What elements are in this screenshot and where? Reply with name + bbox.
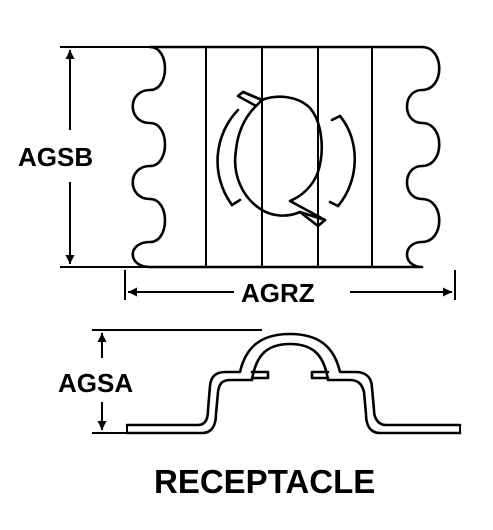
label-agsa: AGSA [58, 368, 133, 398]
caption-receptacle: RECEPTACLE [154, 463, 375, 500]
dimension-agrz: AGRZ [124, 270, 456, 308]
dimension-agsa: AGSA [58, 329, 262, 434]
side-profile-inner [125, 342, 462, 435]
locking-ring [216, 90, 356, 228]
top-view-outline [131, 45, 441, 269]
top-view: AGSB AGRZ [18, 45, 456, 308]
label-agrz: AGRZ [241, 278, 315, 308]
side-view: AGSA [58, 329, 462, 435]
label-agsb: AGSB [18, 142, 93, 172]
dimension-agsb: AGSB [18, 46, 150, 268]
side-profile-outer [125, 332, 462, 427]
